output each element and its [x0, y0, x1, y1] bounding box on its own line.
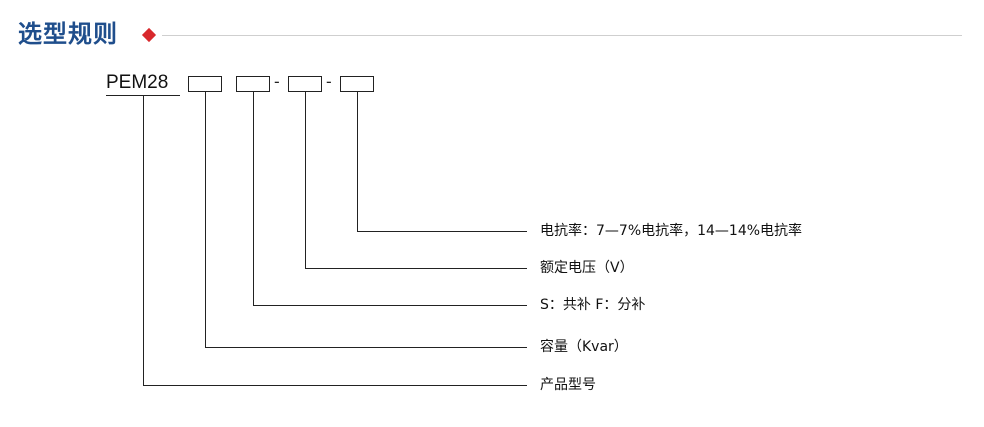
code-box-capacity — [188, 76, 222, 92]
leader-line-capacity — [205, 92, 527, 348]
code-box-reactance — [340, 76, 374, 92]
leader-line-model — [143, 96, 527, 386]
section-title: 选型规则 — [18, 20, 118, 48]
field-label-voltage: 额定电压（V） — [540, 260, 634, 276]
section-header: 选型规则 — [18, 18, 964, 50]
field-label-reactance: 电抗率：7—7%电抗率，14—14%电抗率 — [540, 223, 803, 239]
leader-line-voltage — [305, 92, 527, 269]
leader-line-compensation — [253, 92, 527, 306]
code-box-compensation — [236, 76, 270, 92]
model-prefix-underline — [106, 95, 180, 96]
code-separator-1: - — [274, 72, 280, 91]
code-box-voltage — [288, 76, 322, 92]
field-label-model: 产品型号 — [540, 377, 596, 393]
field-label-capacity: 容量（Kvar） — [540, 339, 628, 355]
code-separator-2: - — [326, 72, 332, 91]
field-label-compensation: S：共补 F：分补 — [540, 297, 646, 313]
model-prefix: PEM28 — [106, 72, 169, 93]
header-rule — [162, 35, 962, 36]
leader-line-reactance — [357, 92, 527, 232]
